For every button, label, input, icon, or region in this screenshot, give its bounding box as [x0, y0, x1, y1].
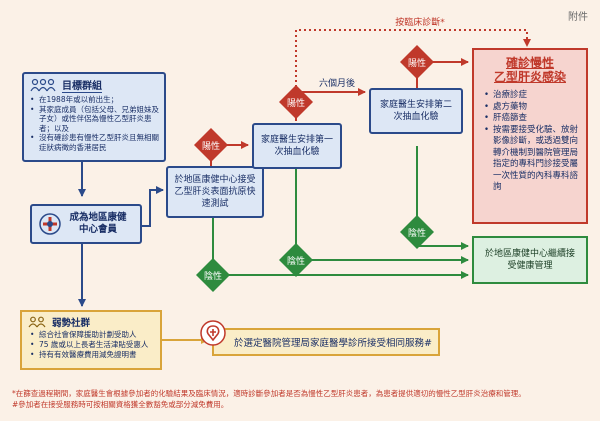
first-blood-test-text: 家庭醫生安排第一次抽血化驗	[260, 135, 333, 157]
list-item: 持有有效醫療費用減免證明書	[30, 350, 156, 360]
list-item: 其家庭成員（包括父母、兄弟姐妹及子女）或性伴侶為慢性乙型肝炎患者；以及	[30, 105, 159, 134]
negative-label: 陰性	[408, 227, 426, 239]
list-item: 處方藥物	[484, 102, 580, 114]
negative-label: 陰性	[204, 270, 222, 282]
six-months-label: 六個月後	[319, 77, 355, 89]
list-item: 治療診症	[484, 90, 580, 102]
arrow-clinical-diagnosis	[295, 29, 531, 112]
vulnerable-group-box: 弱勢社群 綜合社會保障援助計劃受助人 75 歲或以上長者生活津貼受惠人 持有有效…	[20, 310, 162, 370]
negative-label: 陰性	[287, 255, 305, 267]
dhc-member-text: 成為地區康健中心會員	[69, 212, 127, 235]
list-item: 沒有確診患有慢性乙型肝炎且無相關症狀病徵的香港居民	[30, 133, 159, 152]
target-group-title: 目標群組	[62, 77, 102, 93]
dhc-member-box: 成為地區康健中心會員	[30, 204, 142, 244]
negative-badge-second: 陰性	[400, 215, 434, 249]
list-item: 75 歲或以上長者生活津貼受惠人	[30, 340, 156, 350]
target-group-list: 在1988年或以前出生； 其家庭成員（包括父母、兄弟姐妹及子女）或性伴侶為慢性乙…	[24, 95, 164, 152]
footnote-star: *在篩查過程期間，家庭醫生會根據參加者的化驗結果及臨床情況，適時診斷參加者是否為…	[12, 389, 526, 398]
diagnosis-box: 確診慢性 乙型肝炎感染 治療診症 處方藥物 肝癌篩查 按需要接受化驗、放射影像診…	[472, 48, 588, 224]
list-item: 在1988年或以前出生；	[30, 95, 159, 105]
people-icon	[28, 316, 46, 328]
rapid-test-box: 於地區康健中心接受乙型肝炎表面抗原快速測試	[166, 166, 264, 218]
diagnosis-title: 確診慢性 乙型肝炎感染	[474, 50, 586, 84]
diagnosis-title-line1: 確診慢性	[505, 56, 554, 70]
positive-label: 陽性	[287, 97, 305, 109]
ha-service-text: 於選定醫院管理局家庭醫學診所接受相同服務#	[234, 338, 432, 349]
positive-label: 陽性	[408, 57, 426, 69]
negative-badge-first: 陰性	[279, 243, 313, 277]
positive-badge-rapid: 陽性	[194, 128, 228, 162]
annex-label: 附件	[568, 12, 588, 23]
clinical-diagnosis-label: 按臨床診斷*	[395, 16, 445, 28]
positive-label: 陽性	[202, 140, 220, 152]
dhc-logo-icon	[39, 213, 61, 235]
target-group-box: 目標群組 在1988年或以前出生； 其家庭成員（包括父母、兄弟姐妹及子女）或性伴…	[22, 72, 166, 162]
continue-care-box: 於地區康健中心繼續接受健康管理	[472, 236, 588, 284]
list-item: 綜合社會保障援助計劃受助人	[30, 330, 156, 340]
diagnosis-title-line2: 乙型肝炎感染	[493, 70, 566, 84]
diagnosis-list: 治療診症 處方藥物 肝癌篩查 按需要接受化驗、放射影像診斷，或透過雙向轉介機制到…	[474, 84, 586, 194]
second-blood-test-box: 家庭醫生安排第二次抽血化驗	[369, 88, 463, 134]
ha-service-box: 於選定醫院管理局家庭醫學診所接受相同服務#	[212, 328, 440, 356]
footnote-hash: #參加者在接受服務時可按相關資格獲全數豁免或部分減免費用。	[12, 399, 229, 409]
rapid-test-text: 於地區康健中心接受乙型肝炎表面抗原快速測試	[174, 175, 256, 209]
negative-badge-rapid: 陰性	[196, 258, 230, 292]
hospital-authority-logo-icon	[200, 320, 226, 346]
positive-badge-second: 陽性	[400, 45, 434, 79]
first-blood-test-box: 家庭醫生安排第一次抽血化驗	[252, 123, 342, 169]
continue-care-text: 於地區康健中心繼續接受健康管理	[484, 249, 575, 271]
positive-badge-first: 陽性	[279, 85, 313, 119]
vulnerable-group-list: 綜合社會保障援助計劃受助人 75 歲或以上長者生活津貼受惠人 持有有效醫療費用減…	[22, 330, 160, 360]
arrow-member-to-rapid	[140, 186, 164, 227]
second-blood-test-text: 家庭醫生安排第二次抽血化驗	[379, 100, 452, 122]
vulnerable-group-title: 弱勢社群	[52, 318, 91, 329]
list-item: 肝癌篩查	[484, 113, 580, 125]
people-group-icon	[30, 78, 56, 92]
list-item: 按需要接受化驗、放射影像診斷，或透過雙向轉介機制到醫院管理局指定的專科門診接受屬…	[484, 125, 580, 194]
footnotes: *在篩查過程期間，家庭醫生會根據參加者的化驗結果及臨床情況，適時診斷參加者是否為…	[12, 389, 596, 410]
